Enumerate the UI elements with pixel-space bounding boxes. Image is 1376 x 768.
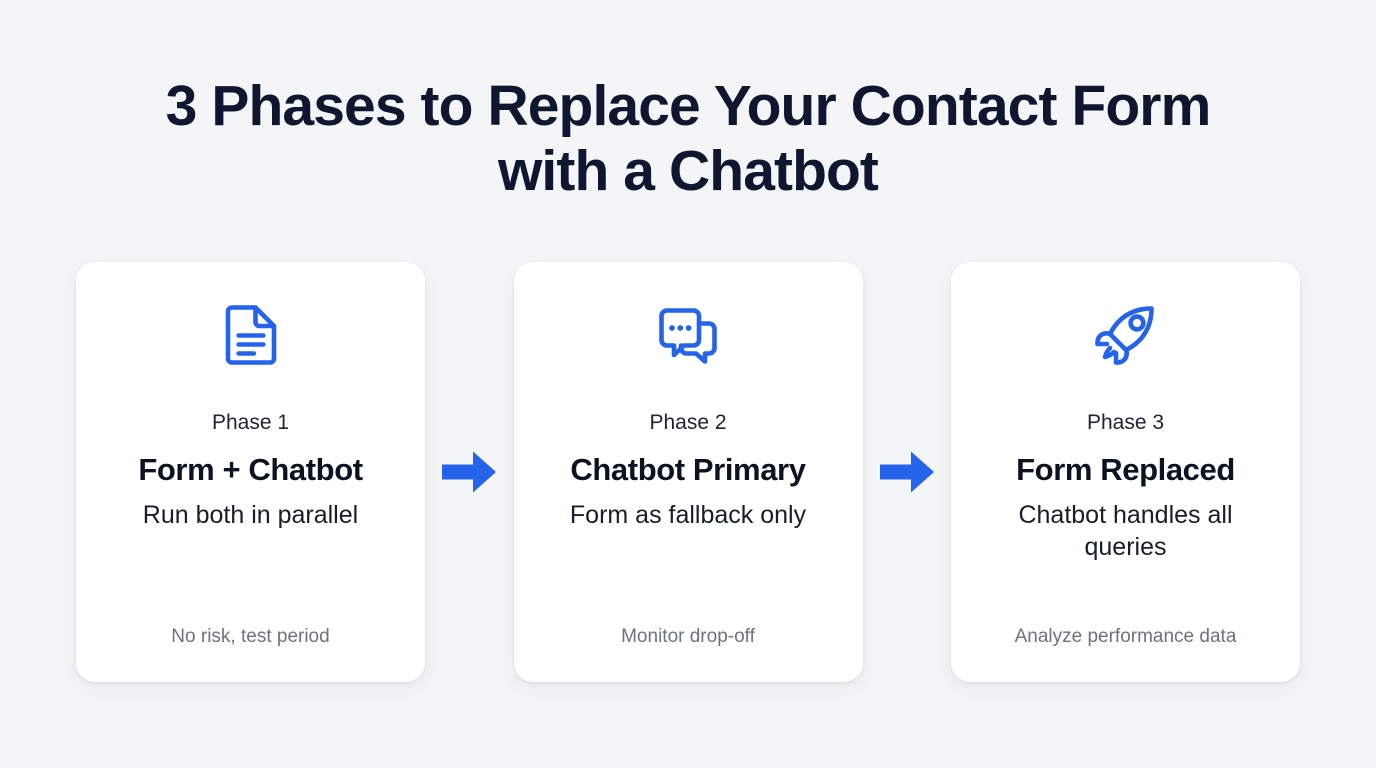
- phase-title: Chatbot Primary: [570, 452, 806, 487]
- phase-label: Phase 3: [1086, 411, 1165, 434]
- phase-card-2[interactable]: Phase 2 Chatbot Primary Form as fallback…: [513, 262, 863, 682]
- phase-note: No risk, test period: [171, 626, 330, 647]
- arrow-right-icon-1: [438, 447, 500, 497]
- phase-label: Phase 2: [649, 411, 727, 434]
- phase-label: Phase 1: [211, 411, 290, 434]
- phase-card-1[interactable]: Phase 1 Form + Chatbot Run both in paral…: [76, 262, 425, 682]
- phase-description: Form as fallback only: [569, 501, 807, 529]
- rocket-icon: [1094, 303, 1158, 367]
- page-title: 3 Phases to Replace Your Contact Form wi…: [165, 74, 1212, 203]
- phase-note: Monitor drop-off: [621, 626, 755, 647]
- phase-description: Run both in parallel: [142, 501, 359, 529]
- document-icon: [219, 303, 283, 367]
- phase-title: Form Replaced: [1016, 452, 1235, 487]
- title-block: 3 Phases to Replace Your Contact Form wi…: [128, 74, 1248, 204]
- phase-title: Form + Chatbot: [138, 452, 363, 487]
- arrow-right-icon-2: [876, 447, 938, 497]
- phases-row: Phase 1 Form + Chatbot Run both in paral…: [76, 262, 1300, 682]
- phase-description: Chatbot handles all queries: [1018, 501, 1233, 561]
- chat-bubbles-icon: [656, 303, 720, 367]
- phase-note: Analyze performance data: [1014, 626, 1237, 647]
- phase-card-3[interactable]: Phase 3 Form Replaced Chatbot handles al…: [951, 262, 1300, 682]
